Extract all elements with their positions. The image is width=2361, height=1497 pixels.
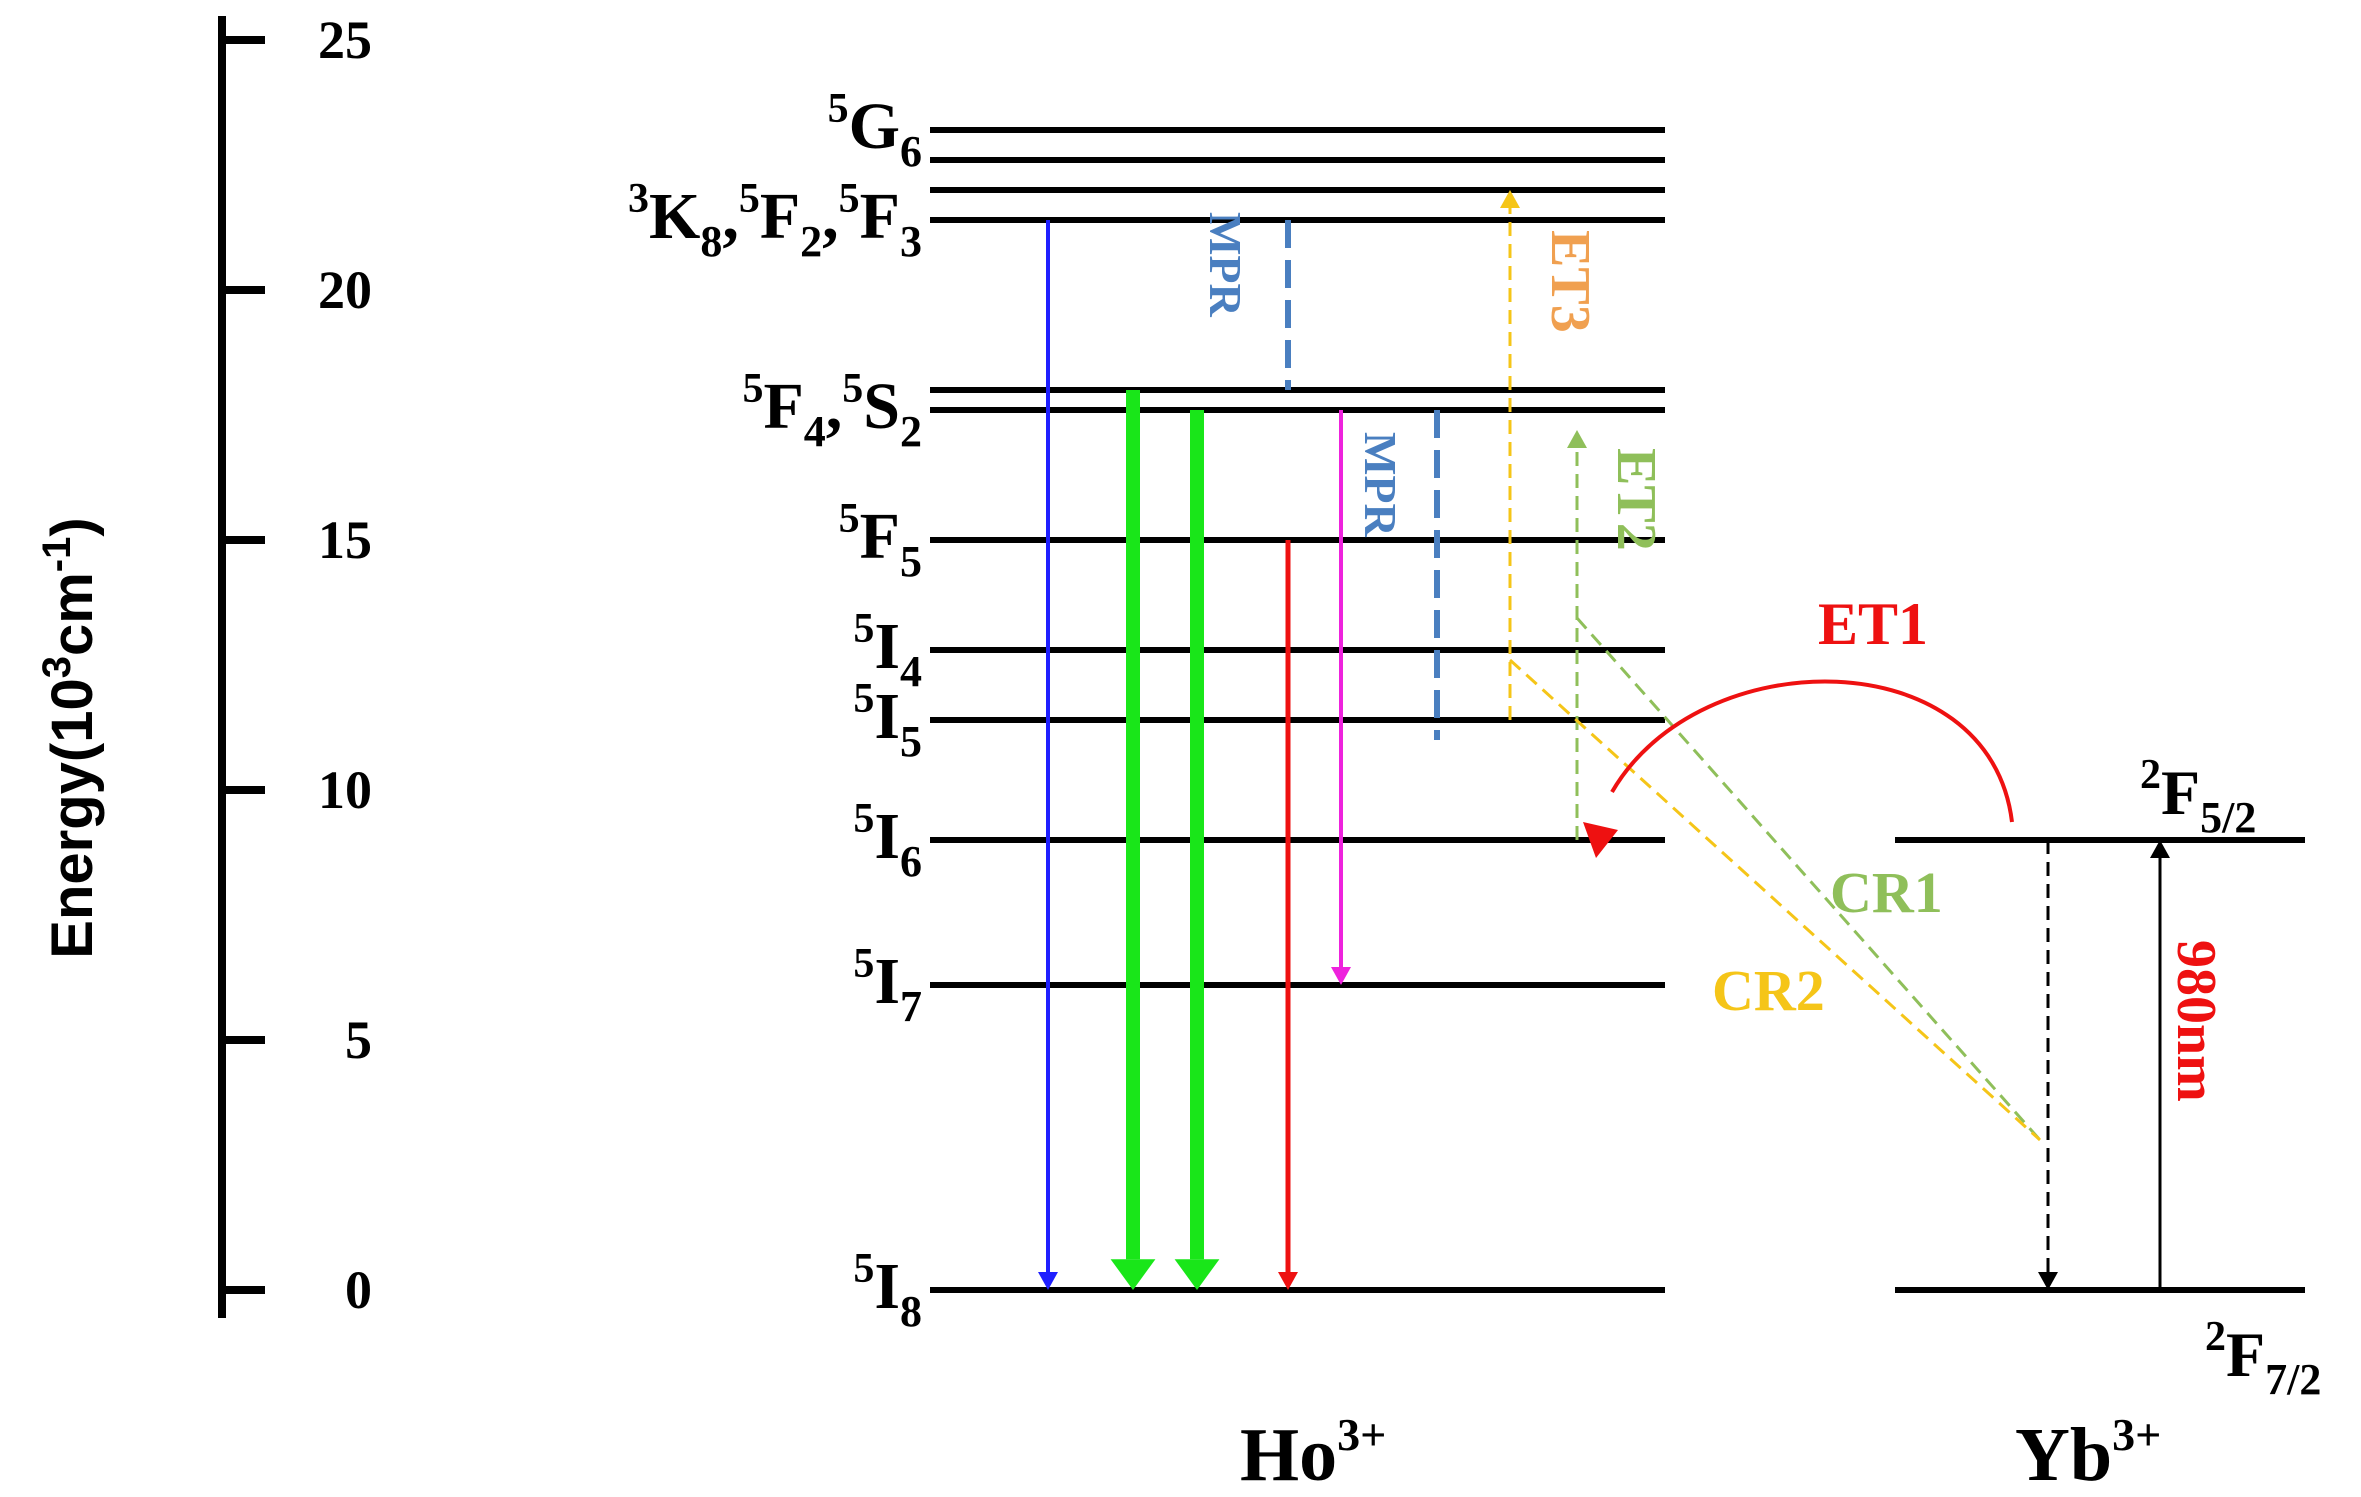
ho-ion-label: Ho3+	[1240, 1409, 1386, 1497]
yb-level-label: 2F5/2	[2140, 752, 2256, 842]
axis-tick-label: 0	[345, 1260, 372, 1320]
cr1-dashed-line	[1575, 617, 2042, 1141]
yb-ion-label: Yb3+	[2015, 1409, 2161, 1497]
yb-excitation-arrow	[2150, 840, 2170, 1290]
ho-level-label: 5F4,5S2	[742, 366, 922, 456]
ho-energy-levels	[930, 127, 1665, 1293]
ho-level-label: 5G6	[828, 86, 922, 176]
axis-label: Energy(103cm-1)	[35, 517, 105, 958]
magenta-emission-arrow	[1331, 410, 1351, 985]
yb-relaxation-dashed-arrow	[2038, 840, 2058, 1290]
cr2-label: CR2	[1712, 958, 1825, 1023]
et2-dashed-arrow	[1567, 430, 1587, 840]
axis-tick-label: 20	[318, 260, 372, 320]
cross-relaxation-lines	[1508, 617, 2042, 1142]
et2-label: ET2	[1605, 448, 1667, 551]
ho-level-label: 3K8,5F2,5F3	[628, 176, 922, 266]
cr2-dashed-line	[1508, 658, 2042, 1142]
red-emission-arrow	[1278, 540, 1298, 1290]
yb-energy-levels: 2F5/2 2F7/2	[1895, 752, 2321, 1404]
ho-level-label: 5I6	[853, 796, 922, 886]
ho-level-label: 5F5	[839, 496, 922, 586]
mpr-lower-label: MPR	[1355, 432, 1406, 538]
transition-arrows	[1038, 190, 2170, 1290]
yb-level-label: 2F7/2	[2205, 1314, 2321, 1404]
axis-tick-label: 15	[318, 510, 372, 570]
energy-axis: 0 5 10 15 20 25 Energy(103cm-1)	[35, 10, 372, 1320]
cr1-label: CR1	[1830, 860, 1943, 925]
green-emission-arrow-2	[1174, 410, 1220, 1290]
et3-label: ET3	[1539, 230, 1601, 333]
green-emission-arrow-1	[1110, 390, 1156, 1290]
excitation-label: 980nm	[2165, 940, 2227, 1102]
axis-tick-label: 25	[318, 10, 372, 70]
axis-ticks: 0 5 10 15 20 25	[222, 10, 372, 1320]
mpr-upper-label: MPR	[1200, 212, 1251, 318]
et1-label: ET1	[1818, 591, 1928, 657]
axis-tick-label: 5	[345, 1010, 372, 1070]
ho-level-label: 5I7	[853, 941, 922, 1031]
ho-level-label: 5I5	[853, 676, 922, 766]
ho-level-label: 5I4	[853, 606, 922, 696]
et3-dashed-arrow	[1500, 190, 1520, 720]
blue-emission-arrow	[1038, 220, 1058, 1290]
axis-tick-label: 10	[318, 760, 372, 820]
et1-curved-arrow	[1583, 679, 2014, 858]
ho-level-label: 5I8	[853, 1246, 922, 1336]
